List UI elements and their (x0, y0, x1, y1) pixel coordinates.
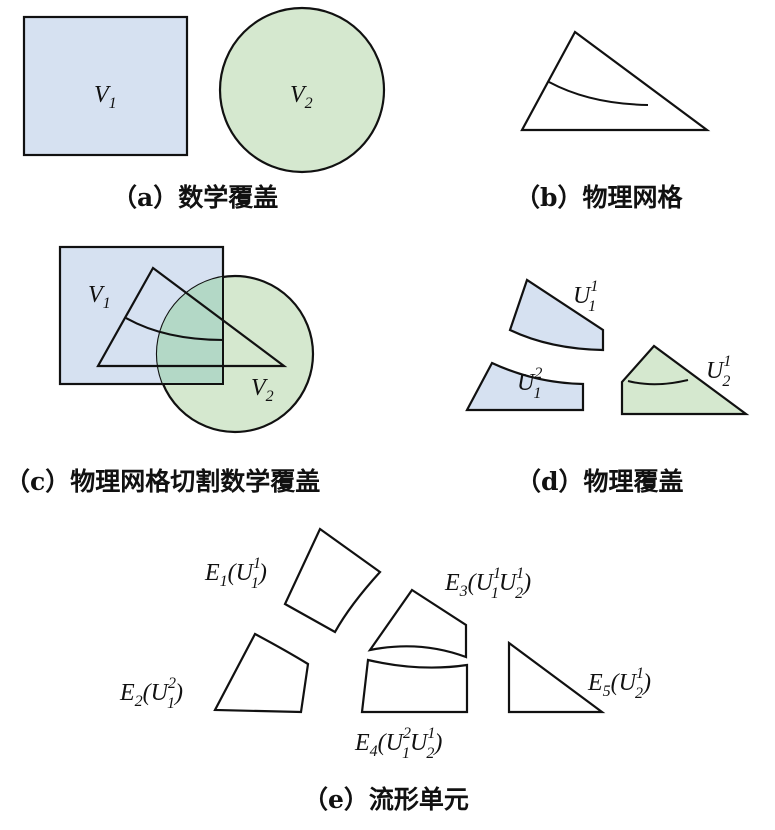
panel-a: V1 V2 （a）数学覆盖 (22, 6, 386, 212)
mesh-crack-curve (548, 81, 649, 106)
caption-e: （e）流形单元 (303, 785, 469, 814)
overlap-region (157, 276, 223, 384)
caption-a: （a）数学覆盖 (112, 183, 278, 212)
label-v1-c: V1 (88, 282, 111, 312)
mesh-crack-curve-c (125, 317, 225, 341)
element-e5 (507, 640, 606, 714)
caption-b: （b）物理网格 (515, 183, 683, 212)
panel-c: V1 V2 （c）物理网格切割数学覆盖 (5, 245, 320, 496)
cover-square-v1 (22, 15, 189, 157)
label-v1: V1 (94, 82, 117, 112)
mesh-triangle (520, 30, 711, 132)
element-e3 (367, 588, 468, 659)
element-e4 (360, 658, 469, 714)
mesh-triangle-c (96, 266, 288, 368)
label-v2-c: V2 (251, 375, 274, 405)
cover-piece-u11 (508, 278, 605, 352)
element-e2 (213, 632, 310, 714)
cover-piece-u21-crack (627, 379, 689, 386)
cover-circle-v2 (218, 6, 386, 174)
cover-piece-u12 (465, 361, 585, 412)
label-v2: V2 (290, 82, 313, 112)
panel-b: （b）物理网格 (515, 30, 711, 212)
element-e1 (283, 527, 382, 634)
caption-d: （d）物理覆盖 (516, 467, 683, 496)
square-edge-overlay (158, 247, 224, 385)
caption-c: （c）物理网格切割数学覆盖 (5, 467, 320, 496)
